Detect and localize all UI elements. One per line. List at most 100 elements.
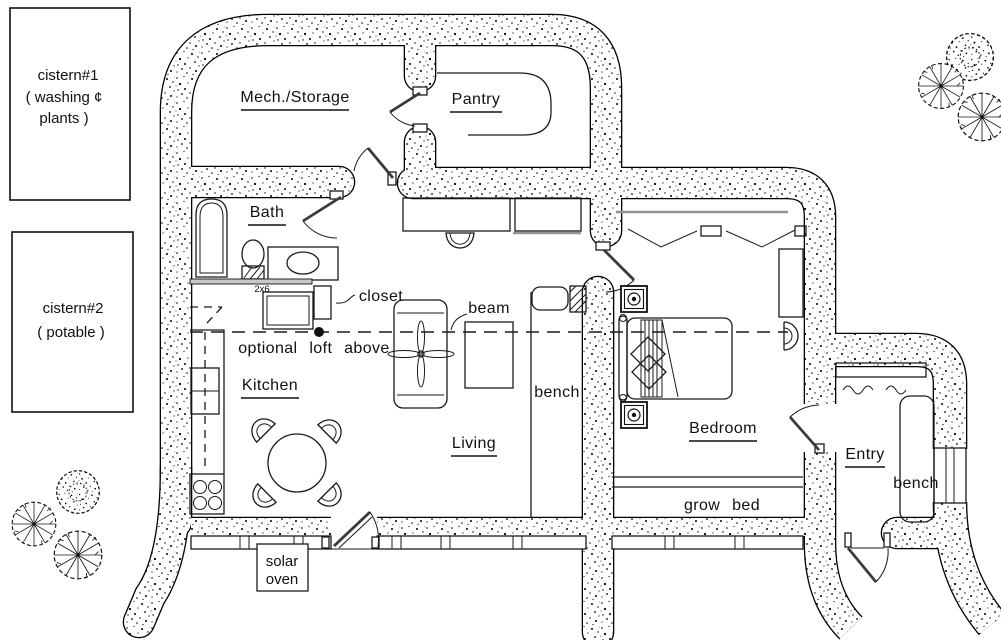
bath-door-arc [302,220,338,239]
cistern1-label-1: cistern#1 [38,67,99,84]
solar-oven-label-2: oven [266,571,299,588]
pillow [631,354,667,390]
hall-door-leaf [366,147,395,179]
tree [53,530,103,580]
beam-leader [450,313,468,331]
cistern1-label-2: ( washing ¢ [26,89,103,106]
ceiling-fan [387,320,455,388]
wall-sconce [783,321,799,351]
curtain-symbol [627,228,698,248]
door-jamb-plate [412,123,428,133]
grow-bed-lines [612,476,803,488]
pillow [630,336,666,372]
bath-door-leaf [302,195,342,223]
bench-cushion [531,286,569,311]
stove [189,473,225,515]
room-label-mech: Mech./Storage [240,89,349,106]
cistern1-label-3: plants ) [39,110,88,127]
wall-note-2x6: 2x6 [254,284,269,295]
coat-squiggle [885,385,907,395]
pantry-shelf [437,72,552,136]
living-exterior-door-leaf2 [338,516,373,549]
room-label-living: Living [452,435,496,452]
bed-blanket [640,319,663,398]
bed-mattress [626,317,733,400]
kitchen-fixtures [189,291,348,515]
bathtub [195,198,228,278]
door-jamb-plate [412,86,428,96]
cistern2-box [11,231,134,413]
vent-box [700,225,722,237]
desk [402,197,511,232]
pantry-door-arc [389,111,416,127]
beam-post [464,321,514,389]
hall-door-arc [353,147,369,172]
bedroom-door-leaf [603,249,635,281]
kitchen-counter [190,329,225,474]
bathroom-fixtures [189,198,356,320]
room-label-pantry: Pantry [452,91,501,108]
entry-bench [899,395,935,523]
cistern1-box [9,7,131,201]
burner [193,496,207,510]
bed-headboard [618,315,628,401]
stud-wall-2x6 [189,278,313,285]
coat-squiggle [842,385,874,395]
desk-chair [445,232,475,249]
dining-chair [317,413,348,444]
speaker [620,285,648,313]
annotation-bench-entry: bench [893,475,939,492]
doors [302,86,891,583]
tree [957,92,1001,142]
hatched-post [569,285,587,313]
room-label-bath: Bath [250,204,285,221]
burner [193,480,207,494]
cistern2-label-2: ( potable ) [37,324,105,341]
dining-table [267,433,327,493]
burner [208,480,222,494]
burner [208,496,222,510]
room-label-bedroom: Bedroom [689,420,757,437]
annotation-grow-bed: grow bed [684,497,760,514]
door-jamb-plate [844,532,852,548]
blanket-fold [661,319,679,398]
window-entry-east [933,447,967,504]
wall-fill [124,14,1001,640]
entry-exterior-door-leaf [846,547,878,583]
speaker [620,401,648,429]
annotation-closet: closet [359,288,403,305]
living-fixtures [387,197,587,518]
annotation-beam: beam [468,300,510,317]
entry-bedroom-door-arc [789,404,820,418]
solar-oven-box [256,543,309,592]
closet-box [313,285,332,320]
solar-oven-label-1: solar [266,553,299,570]
vanity-sink [286,251,320,275]
dining-chair [246,483,277,514]
window-band-growbed [611,535,804,550]
door-jamb-plate [883,532,891,548]
refrigerator [262,291,314,330]
couch [393,299,448,409]
entry-exterior-door-arc [875,547,889,583]
dining-chair [317,482,348,513]
wardrobe [778,248,804,318]
entry-fixtures [835,362,935,523]
desk [514,197,582,232]
shrub [56,470,100,514]
dining-chair [245,412,276,443]
annotation-bench-living: bench [534,384,580,401]
curtain-symbol [725,229,796,248]
loft-dashed-lines [190,306,788,468]
living-exterior-door-arc [369,511,379,548]
room-label-entry: Entry [845,446,884,463]
door-jamb-plate [595,241,611,251]
window-bands [190,447,967,550]
window-band-living [376,535,587,550]
room-label-kitchen: Kitchen [242,377,298,394]
tree [918,63,964,109]
bedroom-fixtures [612,210,807,488]
entry-shelf [835,362,927,378]
